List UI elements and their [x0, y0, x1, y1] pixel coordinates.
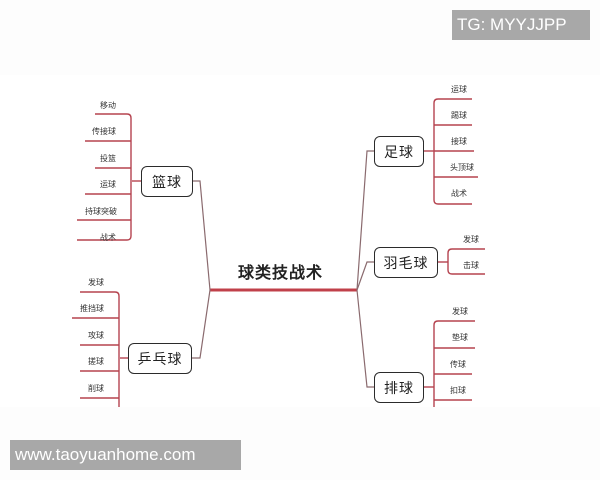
root-topic: 球类技战术 — [238, 263, 324, 282]
branch-basketball[interactable]: 篮球 — [141, 166, 193, 197]
watermark-website: www.taoyuanhome.com — [10, 440, 241, 470]
leaf-item: 投篮 — [100, 154, 116, 163]
connector-lines — [72, 98, 485, 407]
leaf-item: 运球 — [451, 85, 467, 94]
leaf-item: 发球 — [88, 278, 104, 287]
branch-football[interactable]: 足球 — [374, 136, 424, 167]
leaf-item: 发球 — [452, 307, 468, 316]
leaf-item: 传球 — [450, 360, 466, 369]
leaf-item: 垫球 — [452, 333, 468, 342]
leaf-item: 移动 — [100, 101, 116, 110]
leaf-item: 接球 — [451, 137, 467, 146]
leaf-item: 战术 — [451, 189, 467, 198]
branch-badminton[interactable]: 羽毛球 — [374, 247, 438, 278]
watermark-text: TG: MYYJJPP — [457, 15, 567, 34]
leaf-item: 击球 — [463, 261, 479, 270]
leaf-item: 推挡球 — [80, 304, 104, 313]
leaf-item: 攻球 — [88, 331, 104, 340]
watermark-text: www.taoyuanhome.com — [15, 445, 196, 464]
leaf-item: 持球突破 — [85, 207, 117, 216]
leaf-item: 头顶球 — [450, 163, 474, 172]
leaf-item: 战术 — [100, 233, 116, 242]
branch-label: 羽毛球 — [383, 255, 429, 272]
branch-label: 足球 — [384, 144, 414, 161]
leaf-item: 踢球 — [451, 111, 467, 120]
branch-table-tennis[interactable]: 乒乓球 — [128, 343, 192, 374]
leaf-item: 搓球 — [88, 357, 104, 366]
mindmap-canvas: 球类技战术 篮球 乒乓球 足球 羽毛球 排球 移动 传接球 投篮 运球 持球突破… — [0, 75, 600, 407]
leaf-item: 扣球 — [450, 386, 466, 395]
leaf-item: 传接球 — [92, 127, 116, 136]
leaf-item: 运球 — [100, 180, 116, 189]
leaf-item: 发球 — [463, 235, 479, 244]
branch-label: 排球 — [384, 380, 414, 397]
branch-label: 乒乓球 — [137, 351, 183, 368]
branch-volleyball[interactable]: 排球 — [374, 372, 424, 403]
watermark-telegram: TG: MYYJJPP — [452, 10, 590, 40]
leaf-item: 削球 — [88, 384, 104, 393]
branch-label: 篮球 — [152, 174, 182, 191]
